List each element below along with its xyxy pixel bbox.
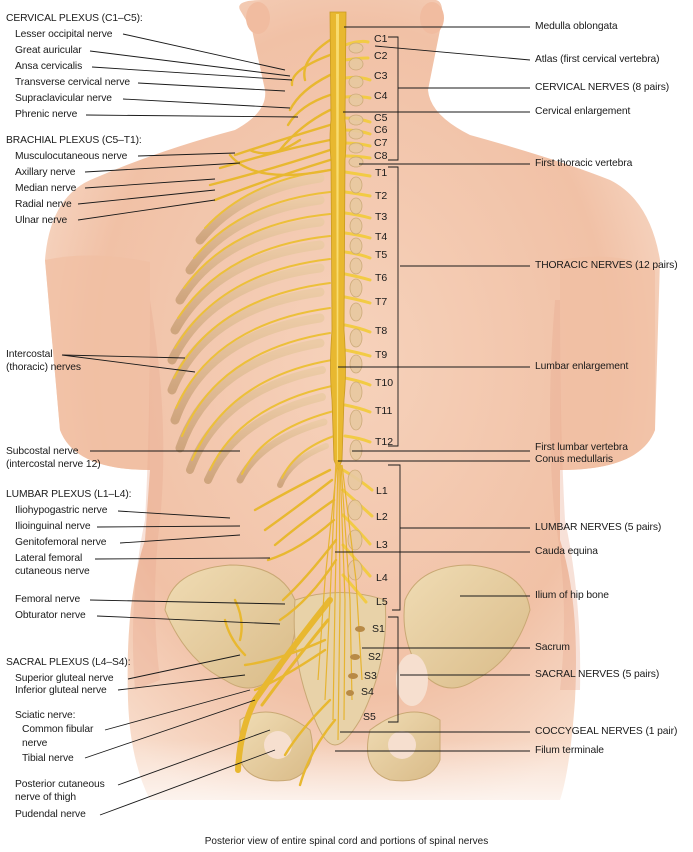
label-first-thoracic-vertebra: First thoracic vertebra: [535, 158, 633, 169]
label-cervical-nerves: CERVICAL NERVES (8 pairs): [535, 82, 670, 93]
vertebra-s3: S3: [364, 670, 377, 682]
label-first-lumbar-vertebra: First lumbar vertebra: [535, 442, 628, 453]
label-superior-gluteal-nerve: Superior gluteal nerve: [15, 673, 114, 684]
vertebra-t6: T6: [375, 272, 388, 284]
vertebra-c1: C1: [374, 33, 388, 45]
label-cervical-enlargement: Cervical enlargement: [535, 106, 631, 117]
cervical-plexus-heading: CERVICAL PLEXUS (C1–C5):: [6, 13, 143, 24]
vertebra-t8: T8: [375, 325, 388, 337]
vertebra-t3: T3: [375, 211, 388, 223]
vertebra-t7: T7: [375, 296, 388, 308]
label-ulnar-nerve: Ulnar nerve: [15, 215, 68, 226]
label-axillary-nerve: Axillary nerve: [15, 167, 76, 178]
label-atlas: Atlas (first cervical vertebra): [535, 54, 660, 65]
vertebrae: [347, 42, 364, 581]
vertebra-s2: S2: [368, 651, 381, 663]
vertebra-c3: C3: [374, 70, 388, 82]
label-genitofemoral-nerve: Genitofemoral nerve: [15, 537, 107, 548]
vertebra-t4: T4: [375, 231, 388, 243]
vertebra-c6: C6: [374, 124, 388, 136]
label-iliohypogastric-nerve: Iliohypogastric nerve: [15, 505, 108, 516]
label-coccygeal-nerves: COCCYGEAL NERVES (1 pair): [535, 726, 678, 737]
sacral-foramina: [346, 626, 365, 696]
label-conus-medullaris: Conus medullaris: [535, 454, 613, 465]
label-medulla-oblongata: Medulla oblongata: [535, 21, 618, 32]
label-musculocutaneous-nerve: Musculocutaneous nerve: [15, 151, 128, 162]
label-pudendal-nerve: Pudendal nerve: [15, 809, 86, 820]
vertebra-c4: C4: [374, 90, 388, 102]
vertebra-t1: T1: [375, 167, 388, 179]
label-obturator-nerve: Obturator nerve: [15, 610, 86, 621]
label-cauda-equina: Cauda equina: [535, 546, 598, 557]
label-thoracic-nerves: THORACIC NERVES (12 pairs): [535, 260, 678, 271]
label-common-fibular-line1: Common fibular: [22, 724, 94, 735]
label-posterior-cutaneous-line1: Posterior cutaneous: [15, 779, 105, 790]
ribs: [167, 173, 329, 488]
label-sacrum: Sacrum: [535, 642, 570, 653]
spinal-cord: [317, 11, 363, 741]
label-sacral-nerves: SACRAL NERVES (5 pairs): [535, 669, 660, 680]
label-lumbar-nerves: LUMBAR NERVES (5 pairs): [535, 522, 662, 533]
plexus-nerves: [208, 38, 338, 787]
lumbar-plexus-heading: LUMBAR PLEXUS (L1–L4):: [6, 489, 132, 500]
vertebra-l5: L5: [376, 596, 388, 608]
vertebra-s1: S1: [372, 623, 385, 635]
label-femoral-nerve: Femoral nerve: [15, 594, 81, 605]
label-ilium-of-hip-bone: Ilium of hip bone: [535, 590, 609, 601]
label-ansa-cervicalis: Ansa cervicalis: [15, 61, 83, 72]
label-filum-terminale: Filum terminale: [535, 745, 604, 756]
vertebra-c2: C2: [374, 50, 388, 62]
label-tibial-nerve: Tibial nerve: [22, 753, 74, 764]
vertebra-c8: C8: [374, 150, 388, 162]
vertebra-t11: T11: [375, 405, 393, 417]
vertebra-t12: T12: [375, 436, 394, 448]
vertebra-t9: T9: [375, 349, 388, 361]
intercostal-nerves: [173, 169, 335, 479]
label-supraclavicular-nerve: Supraclavicular nerve: [15, 93, 112, 104]
vertebra-c7: C7: [374, 137, 388, 149]
label-phrenic-nerve: Phrenic nerve: [15, 109, 78, 120]
label-radial-nerve: Radial nerve: [15, 199, 72, 210]
figure-caption: Posterior view of entire spinal cord and…: [204, 836, 489, 847]
label-transverse-cervical-nerve: Transverse cervical nerve: [15, 77, 130, 88]
label-inferior-gluteal-nerve: Inferior gluteal nerve: [15, 685, 107, 696]
vertebra-s4: S4: [361, 686, 374, 698]
label-sciatic-nerve: Sciatic nerve:: [15, 710, 76, 721]
label-subcostal-line1: Subcostal nerve: [6, 446, 79, 457]
vertebra-s5: S5: [363, 711, 376, 723]
vertebra-t5: T5: [375, 249, 388, 261]
label-posterior-cutaneous-line2: nerve of thigh: [15, 792, 76, 803]
label-lateral-femoral-line2: cutaneous nerve: [15, 566, 90, 577]
label-great-auricular: Great auricular: [15, 45, 82, 56]
label-subcostal-line2: (intercostal nerve 12): [6, 459, 101, 470]
label-intercostal-line2: (thoracic) nerves: [6, 362, 81, 373]
vertebra-l4: L4: [376, 572, 388, 584]
label-lesser-occipital-nerve: Lesser occipital nerve: [15, 29, 113, 40]
label-ilioinguinal-nerve: Ilioinguinal nerve: [15, 521, 91, 532]
leader-lines: [61, 26, 531, 816]
label-lateral-femoral-line1: Lateral femoral: [15, 553, 83, 564]
label-intercostal-line1: Intercostal: [6, 349, 53, 360]
vertebra-c5: C5: [374, 112, 388, 124]
label-lumbar-enlargement: Lumbar enlargement: [535, 361, 629, 372]
label-common-fibular-line2: nerve: [22, 738, 48, 749]
vertebra-t2: T2: [375, 190, 388, 202]
vertebra-l1: L1: [376, 485, 388, 497]
sacral-plexus-heading: SACRAL PLEXUS (L4–S4):: [6, 657, 131, 668]
vertebra-l2: L2: [376, 511, 388, 523]
vertebra-t10: T10: [375, 377, 394, 389]
brachial-plexus-heading: BRACHIAL PLEXUS (C5–T1):: [6, 135, 142, 146]
label-median-nerve: Median nerve: [15, 183, 77, 194]
spinal-nerve-roots-right: [341, 39, 374, 604]
vertebra-l3: L3: [376, 539, 388, 551]
